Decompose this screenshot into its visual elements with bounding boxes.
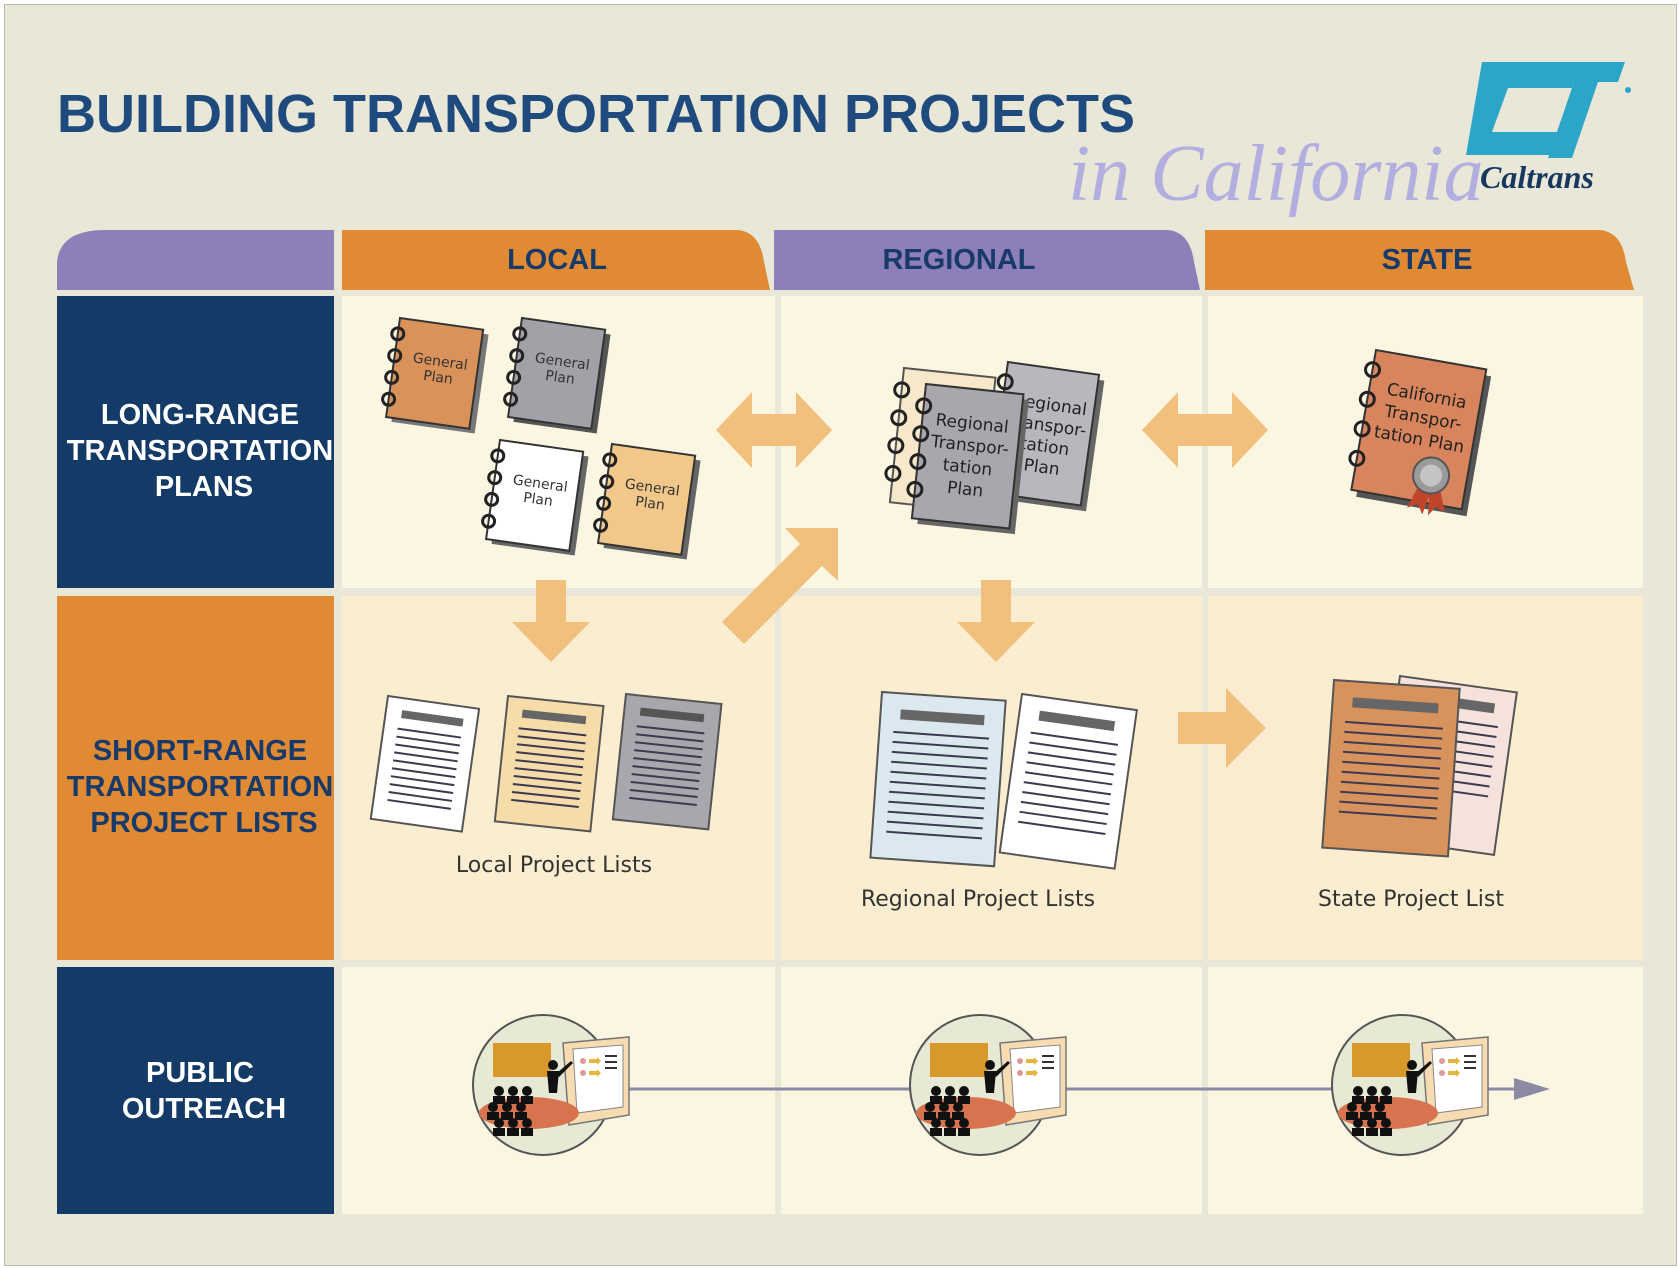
svg-text:GeneralPlan: GeneralPlan — [622, 476, 681, 515]
regional-project-list-back — [998, 692, 1139, 870]
column-label-state: STATE — [1382, 244, 1473, 276]
local-project-list-3 — [611, 692, 723, 831]
arrow-regional-to-state — [1178, 688, 1266, 768]
arrow-local-regional-double — [716, 392, 832, 468]
row-label-cell-long-range — [57, 296, 334, 588]
california-transportation-plan-book: CaliforniaTranspor-tation Plan — [1348, 348, 1492, 517]
arrow-regional-down — [957, 580, 1035, 662]
caltrans-logo: Caltrans — [1466, 62, 1631, 195]
outreach-timeline-arrowhead — [1514, 1078, 1550, 1100]
general-plan-book-2: GeneralPlan — [503, 316, 611, 434]
caption-state-project-list: State Project List — [1318, 887, 1504, 912]
public-meeting-icon-regional — [909, 1014, 1067, 1156]
arrow-regional-state-double — [1142, 392, 1268, 468]
local-project-list-1 — [369, 694, 481, 833]
row-label-cell-outreach — [57, 967, 334, 1214]
row-label-cell-short-range — [57, 596, 334, 960]
column-label-local: LOCAL — [507, 244, 607, 276]
regional-project-list-front — [869, 690, 1007, 868]
header-regional — [774, 230, 1200, 290]
title: BUILDING TRANSPORTATION PROJECTS — [57, 84, 1135, 144]
state-project-list-front — [1321, 678, 1461, 858]
column-headers: LOCAL REGIONAL STATE — [57, 230, 1634, 290]
local-project-list-2 — [493, 694, 605, 833]
header-corner — [57, 230, 334, 290]
seal-icon — [1407, 456, 1451, 516]
row-label-short-range: SHORT-RANGE TRANSPORTATION PROJECT LISTS — [67, 735, 341, 839]
svg-text:GeneralPlan: GeneralPlan — [510, 472, 569, 511]
caption-local-project-lists: Local Project Lists — [456, 853, 652, 878]
caltrans-wordmark: Caltrans — [1480, 159, 1594, 195]
general-plan-book-3: GeneralPlan — [481, 438, 589, 556]
svg-text:GeneralPlan: GeneralPlan — [410, 350, 469, 389]
general-plan-book-1: GeneralPlan — [381, 316, 489, 434]
regional-plan-book-front: RegionalTranspor-tationPlan — [906, 382, 1029, 535]
row-label-long-range: LONG-RANGE TRANSPORTATION PLANS — [67, 399, 341, 503]
column-label-regional: REGIONAL — [882, 244, 1035, 276]
header-state — [1205, 230, 1634, 290]
flow-arrows — [512, 392, 1268, 768]
header-local — [342, 230, 770, 290]
caption-regional-project-lists: Regional Project Lists — [861, 887, 1095, 912]
subtitle: in California — [1068, 130, 1484, 218]
arrow-local-down — [512, 580, 590, 662]
general-plan-book-4: GeneralPlan — [593, 442, 701, 560]
public-meeting-icon-state — [1331, 1014, 1489, 1156]
row-label-outreach: PUBLIC OUTREACH — [122, 1057, 286, 1125]
svg-text:GeneralPlan: GeneralPlan — [532, 350, 591, 389]
public-meeting-icon-local — [472, 1014, 630, 1156]
arrow-local-to-regional-diagonal — [722, 528, 838, 644]
